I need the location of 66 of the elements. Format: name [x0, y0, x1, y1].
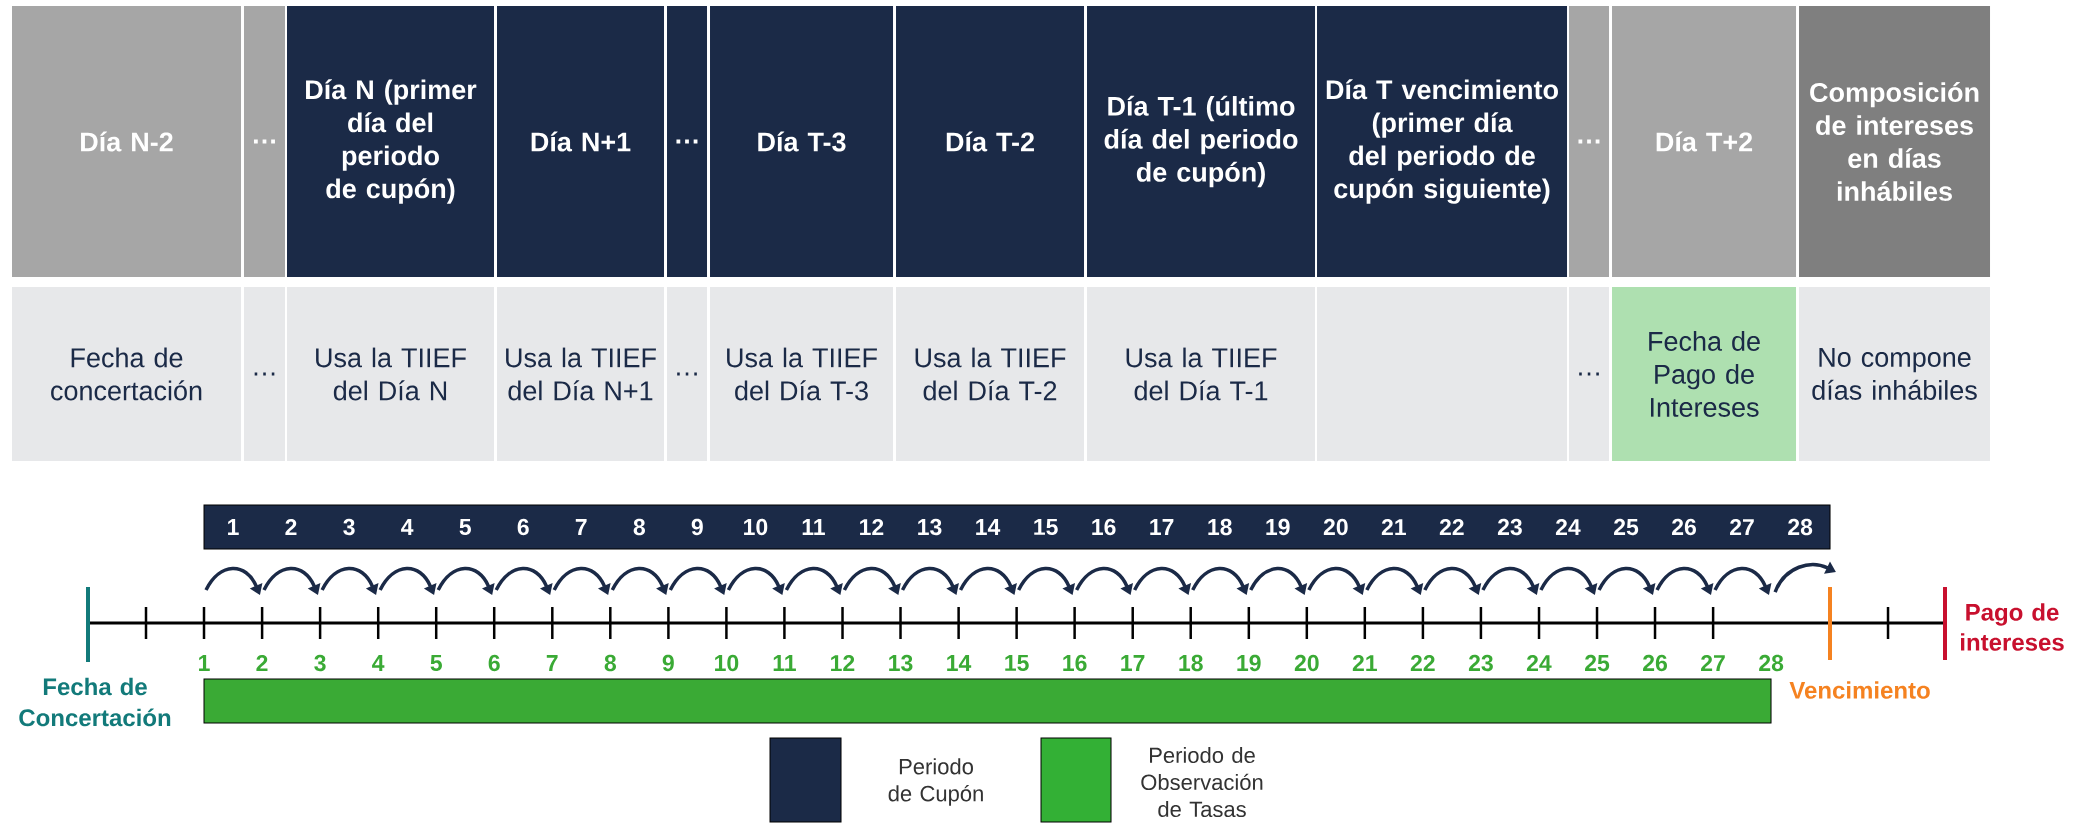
header-cell: Día T+2	[1612, 6, 1796, 277]
day-number: 28	[1788, 518, 1813, 536]
day-number: 2	[285, 519, 297, 536]
header-cell: Día N+1	[497, 6, 664, 277]
day-number: 9	[691, 518, 703, 536]
day-number: 25	[1614, 518, 1639, 536]
day-number: 22	[1439, 519, 1464, 536]
day-number: 24	[1555, 519, 1581, 536]
day-number: 23	[1497, 518, 1522, 536]
header-cell: Día T-3	[710, 6, 893, 277]
header-cell: …	[1569, 6, 1609, 277]
header-cell: Día N (primer día del periodo de cupón)	[287, 6, 494, 277]
day-number: 8	[633, 518, 645, 536]
legend-label: Periodo de Observación de Tasas	[1141, 746, 1263, 818]
header-cell: Día T-1 (último día del periodo de cupón)	[1087, 6, 1315, 277]
table-cell: Usa la TIIEF del Día T-2	[896, 287, 1084, 461]
day-number: 19	[1266, 518, 1290, 536]
table-cell: Fecha de Pago de Intereses	[1612, 287, 1796, 461]
table-cell: Usa la TIIEF del Día T-3	[710, 287, 893, 461]
day-number: 11	[802, 519, 825, 535]
day-number: 10	[744, 518, 768, 536]
day-number: 16	[1092, 518, 1116, 536]
coupon-period-bar	[203, 504, 1831, 550]
day-number: 4	[401, 519, 414, 535]
node-label: …	[254, 372, 275, 376]
day-number: 21	[1381, 519, 1406, 536]
day-number: 6	[517, 518, 529, 536]
table-cell: Usa la TIIEF del Día N	[287, 287, 494, 461]
header-cell: Día N-2	[12, 6, 241, 277]
day-number: 3	[343, 518, 355, 536]
day-number: 7	[575, 519, 587, 535]
header-cell: Día T vencimiento (primer día del periodo de cupón siguiente)	[1317, 6, 1567, 277]
table-cell: Usa la TIIEF del Día T-1	[1087, 287, 1315, 461]
day-number: 14	[976, 519, 1001, 535]
day-number: 1	[228, 519, 239, 535]
table-cell: …	[1569, 287, 1609, 461]
legend-label: Periodo de Cupón	[888, 758, 983, 806]
header-cell: …	[244, 6, 285, 277]
day-number: 17	[1150, 519, 1174, 535]
day-number: 13	[918, 518, 942, 536]
day-number: 27	[1730, 519, 1754, 536]
header-cell: Composición de intereses en días inhábiles	[1799, 6, 1990, 277]
table-cell: No compone días inhábiles	[1799, 287, 1990, 461]
day-number: 20	[1323, 518, 1348, 536]
empty-cell	[1317, 287, 1567, 461]
observation-period-bar	[203, 678, 1772, 724]
node-label: Usa la TIIEF del Día N	[316, 347, 466, 401]
date-label: Fecha de Concertación	[19, 677, 171, 727]
node-label: …	[1579, 372, 1599, 376]
day-number: 28	[1759, 654, 1784, 672]
table-cell: Fecha de concertación	[12, 287, 241, 461]
day-number: 1	[199, 655, 210, 671]
day-number: 18	[1208, 518, 1232, 536]
node-label: Usa la TIIEF del Día T-1	[1126, 347, 1277, 401]
day-number: 15	[1034, 519, 1058, 536]
table-cell: …	[244, 287, 285, 461]
header-cell: …	[667, 6, 707, 277]
table-cell: …	[667, 287, 707, 461]
day-number: 26	[1672, 518, 1696, 536]
date-label: Pago de intereses	[1961, 603, 2064, 651]
day-number: 5	[459, 519, 471, 536]
table-cell: Usa la TIIEF del Día N+1	[497, 287, 664, 461]
header-cell: Día T-2	[896, 6, 1084, 277]
node-label: Día T-1 (último día del periodo de cupón)	[1104, 95, 1298, 188]
node-label: Día T vencimiento (primer día del periodo de cupón siguiente)	[1326, 79, 1558, 204]
day-number: 12	[860, 519, 884, 536]
